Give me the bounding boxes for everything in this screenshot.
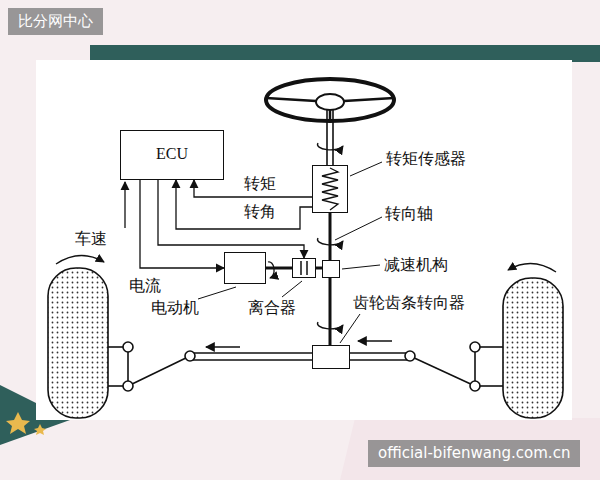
steering-linkage bbox=[350, 359, 410, 361]
clutch: 离合器 bbox=[292, 258, 316, 278]
page-background bbox=[36, 60, 572, 420]
leader-line bbox=[342, 265, 380, 269]
watermark: 比分网中心 bbox=[8, 8, 103, 35]
steering-wheel bbox=[344, 98, 394, 101]
ecu-box: ECU bbox=[120, 130, 224, 180]
signal-wire bbox=[124, 182, 125, 228]
electric-motor: 电动机 bbox=[224, 252, 266, 284]
rotation-arrow bbox=[317, 143, 343, 150]
drive-shaft bbox=[329, 213, 332, 260]
signal-label: 车速 bbox=[75, 230, 107, 248]
motion-arrow bbox=[358, 340, 392, 341]
leader-line bbox=[198, 287, 236, 299]
part-label: 齿轮齿条转向器 bbox=[353, 294, 465, 312]
torque-spring bbox=[322, 168, 338, 210]
reduction-gear: 减速机构 bbox=[322, 260, 340, 278]
steering-linkage bbox=[405, 351, 415, 361]
drive-shaft bbox=[329, 278, 332, 345]
steering-linkage bbox=[108, 342, 503, 391]
leader-line bbox=[340, 314, 360, 343]
leader-line bbox=[282, 281, 302, 297]
signal-label: 电流 bbox=[128, 277, 162, 295]
steering-wheel bbox=[329, 110, 332, 121]
drive-shaft bbox=[266, 267, 292, 270]
steering-linkage bbox=[123, 342, 133, 352]
signal-label: 转矩 bbox=[243, 175, 277, 193]
rotation-arrow bbox=[268, 262, 274, 278]
torque-sensor: 转矩传感器 bbox=[312, 165, 348, 213]
wheel bbox=[48, 268, 108, 418]
steering-wheel bbox=[266, 79, 394, 121]
steering-linkage bbox=[190, 359, 312, 361]
part-label: 减速机构 bbox=[384, 256, 448, 274]
rotation-arrow bbox=[508, 263, 556, 272]
steering-wheel bbox=[316, 94, 344, 110]
signal-wire bbox=[158, 180, 304, 258]
steering-linkage bbox=[127, 347, 129, 386]
torque-spring bbox=[322, 168, 338, 210]
clutch-plates bbox=[300, 261, 302, 275]
steering-linkage bbox=[185, 351, 195, 361]
rotation-arrow bbox=[56, 255, 104, 264]
page-background bbox=[90, 45, 600, 62]
clutch-plates bbox=[301, 261, 307, 275]
part-label: 电动机 bbox=[151, 299, 199, 317]
wheel bbox=[503, 278, 563, 418]
part-label: 转矩传感器 bbox=[386, 150, 466, 168]
steering-linkage bbox=[128, 356, 190, 386]
leader-line bbox=[198, 162, 382, 343]
steering-linkage bbox=[470, 342, 480, 352]
steering-wheel bbox=[266, 79, 394, 121]
box-title: ECU bbox=[121, 145, 223, 163]
part-label: 转向轴 bbox=[385, 205, 433, 223]
part-label: 离合器 bbox=[248, 299, 296, 317]
page-background bbox=[340, 418, 600, 480]
signal-wire bbox=[140, 180, 224, 268]
clutch-plates bbox=[306, 261, 308, 275]
page-background bbox=[6, 412, 30, 434]
steering-column bbox=[326, 110, 328, 165]
wheel bbox=[48, 268, 563, 418]
steering-column bbox=[327, 110, 333, 165]
steering-wheel bbox=[266, 98, 316, 101]
steering-linkage bbox=[410, 356, 475, 386]
motion-arrow bbox=[206, 341, 392, 347]
steering-linkage bbox=[474, 347, 476, 386]
motion-arrow bbox=[206, 346, 240, 347]
page-background bbox=[34, 424, 46, 435]
steering-linkage bbox=[470, 381, 480, 391]
steering-linkage bbox=[123, 381, 133, 391]
steering-linkage bbox=[190, 352, 312, 354]
steering-linkage bbox=[350, 352, 410, 354]
watermark: official-bifenwang.com.cn bbox=[368, 440, 580, 467]
page-background bbox=[0, 45, 600, 480]
signal-label: 转角 bbox=[243, 203, 277, 221]
rack-pinion-box: 齿轮齿条转向器 bbox=[312, 345, 350, 369]
steering-column bbox=[332, 110, 334, 165]
signal-wire bbox=[124, 182, 125, 228]
leader-line bbox=[335, 217, 382, 240]
leader-line bbox=[350, 162, 382, 176]
